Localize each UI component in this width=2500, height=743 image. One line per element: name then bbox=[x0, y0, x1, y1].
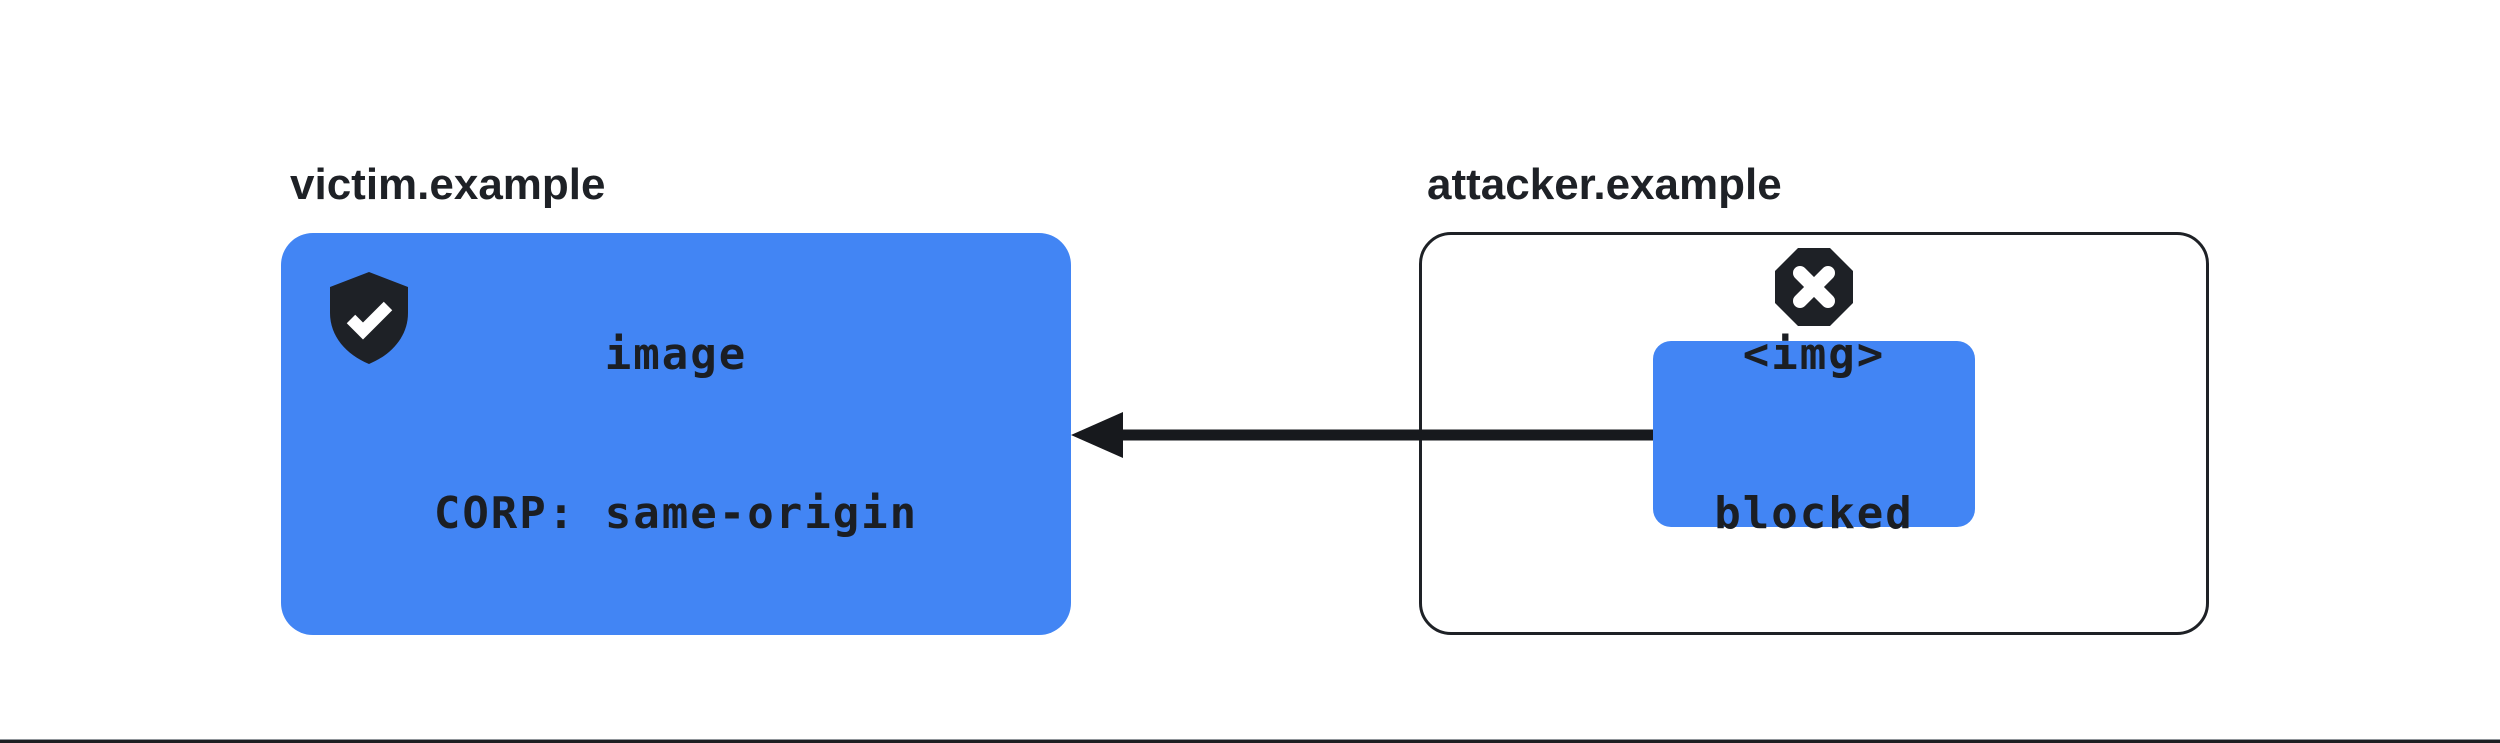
blocked-img-line1: <img> bbox=[1742, 329, 1886, 380]
blocked-img-line2: blocked bbox=[1714, 488, 1914, 539]
victim-resource-line2: CORP: same-origin bbox=[433, 488, 919, 539]
shield-check-icon bbox=[330, 272, 408, 364]
blocked-img-box: <img> blocked bbox=[1653, 329, 1975, 539]
victim-resource-text: image CORP: same-origin bbox=[281, 222, 1071, 646]
request-arrow-left-icon bbox=[1071, 412, 1653, 458]
victim-domain-label: victim.example bbox=[290, 160, 606, 209]
attacker-domain-label: attacker.example bbox=[1427, 160, 1782, 209]
victim-resource-line1: image bbox=[604, 329, 748, 380]
octagon-x-icon bbox=[1775, 248, 1853, 326]
bottom-divider-line bbox=[0, 739, 2500, 743]
victim-resource-box: image CORP: same-origin bbox=[281, 233, 1071, 635]
blocked-img-text: <img> blocked bbox=[1653, 222, 1975, 646]
